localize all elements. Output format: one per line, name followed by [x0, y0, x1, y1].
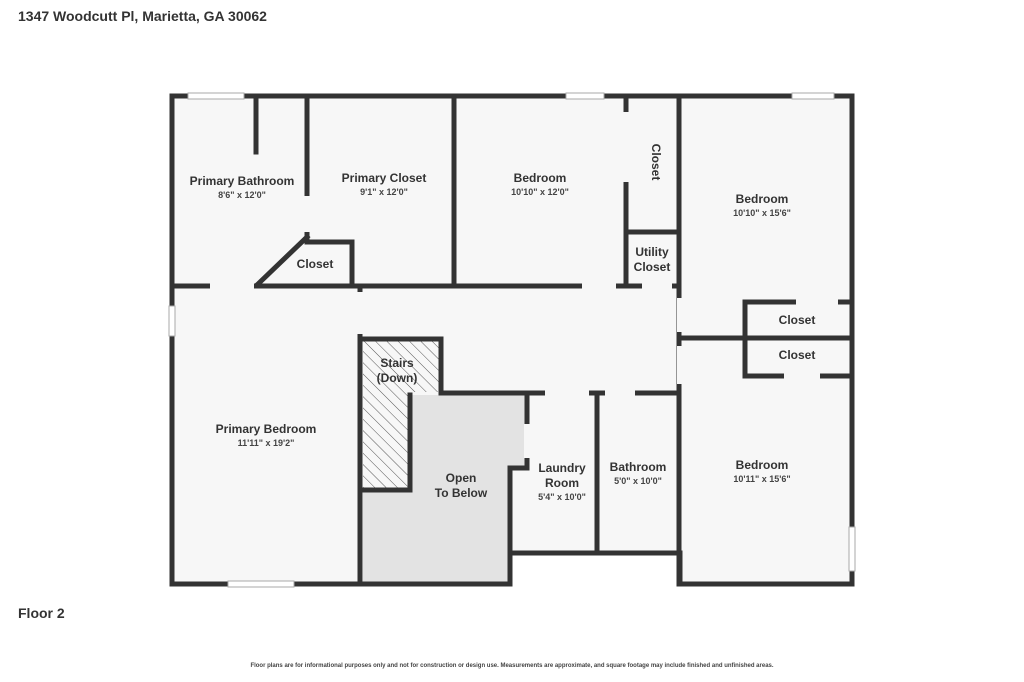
disclaimer-text: Floor plans are for informational purpos…	[250, 663, 774, 669]
room-name-closet-small: Closet	[297, 257, 334, 271]
room-dims-bedroom-right-top: 10'10" x 15'6"	[733, 208, 791, 218]
room-name-stairs-1: Stairs	[380, 356, 414, 370]
room-name-closet-right-1: Closet	[779, 313, 816, 327]
open-below-area	[363, 395, 527, 584]
room-name-utility-closet-2: Closet	[634, 260, 671, 274]
room-dims-laundry: 5'4" x 10'0"	[538, 492, 586, 502]
room-name-primary-bedroom: Primary Bedroom	[216, 422, 317, 436]
room-name-bedroom-top: Bedroom	[514, 171, 567, 185]
room-dims-primary-bathroom: 8'6" x 12'0"	[218, 190, 266, 200]
room-dims-primary-bedroom: 11'11" x 19'2"	[238, 438, 295, 448]
room-name-open-below-2: To Below	[435, 486, 488, 500]
property-address: 1347 Woodcutt Pl, Marietta, GA 30062	[18, 8, 267, 24]
windows	[168, 92, 856, 588]
room-name-bathroom: Bathroom	[610, 460, 667, 474]
room-name-stairs-2: (Down)	[377, 371, 418, 385]
room-name-bedroom-right-bottom: Bedroom	[736, 458, 789, 472]
room-dims-bedroom-right-bottom: 10'11" x 15'6"	[733, 474, 790, 484]
stairs-hatch	[363, 338, 442, 490]
room-name-closet-vertical: Closet	[649, 144, 663, 181]
room-dims-bathroom: 5'0" x 10'0"	[614, 476, 662, 486]
room-name-bedroom-right-top: Bedroom	[736, 192, 789, 206]
room-dims-bedroom-top: 10'10" x 12'0"	[511, 187, 569, 197]
room-dims-primary-closet: 9'1" x 12'0"	[360, 187, 408, 197]
room-name-laundry-1: Laundry	[538, 461, 586, 475]
room-name-primary-closet: Primary Closet	[342, 171, 427, 185]
floor-label: Floor 2	[18, 605, 65, 621]
room-name-closet-right-2: Closet	[779, 348, 816, 362]
room-name-utility-closet-1: Utility	[635, 245, 669, 259]
room-name-laundry-2: Room	[545, 476, 579, 490]
room-name-open-below-1: Open	[446, 471, 477, 485]
room-name-primary-bathroom: Primary Bathroom	[190, 174, 295, 188]
